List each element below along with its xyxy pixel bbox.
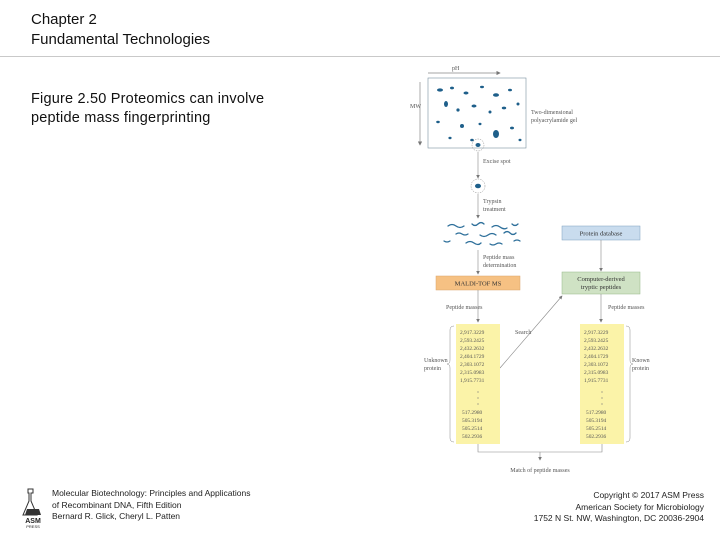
known-bracket [625,325,634,443]
logo-subtext: PRESS [26,524,40,529]
pmd-label-2: determination [483,263,516,269]
match-label: Match of peptide masses [510,467,570,474]
left-ellipsis [477,391,479,405]
left-mass: 2,917.3229 [460,330,485,336]
right-mass: 2,593.2425 [584,338,609,344]
right-masses-top: 2,917.3229 2,593.2425 2,432.2632 2,404.1… [584,330,609,384]
right-mass: 2,303.1072 [584,362,609,368]
book-title-line-1: Molecular Biotechnology: Principles and … [52,488,251,498]
gel-frame [427,77,527,149]
left-mass: 2,303.1072 [460,362,485,368]
left-mass: 2,593.2425 [460,338,485,344]
unknown-label-2: protein [424,366,441,372]
known-mass-list [580,324,624,444]
left-mass: 502.2936 [462,434,483,440]
proteomics-figure: pH MW Two-dimensional polyacrylamide gel… [400,60,690,480]
chapter-label: Chapter 2 [31,11,97,28]
axis-pi-label: pH [452,66,460,72]
logo-text: ASM [25,518,41,525]
slide-header: Chapter 2 Fundamental Technologies [31,10,210,50]
right-ellipsis [601,391,603,405]
figure-caption: Figure 2.50 Proteomics can involve pepti… [31,90,264,128]
book-authors: Bernard R. Glick, Cheryl L. Patten [52,511,181,521]
copyright-line: Copyright © 2017 ASM Press [593,490,704,500]
address-line: 1752 N St. NW, Washington, DC 20036-2904 [533,513,704,523]
right-mass: 517.2980 [586,410,607,416]
asm-press-logo: ASM PRESS [22,487,44,529]
right-mass: 505.3194 [586,418,607,424]
protein-database-label: Protein database [580,231,623,238]
left-mass: 505.3194 [462,418,483,424]
search-label: Search [515,330,531,336]
peptide-masses-left: Peptide masses [446,305,483,311]
maldi-label: MALDI-TOF MS [455,281,502,288]
caption-line-1: Figure 2.50 Proteomics can involve [31,91,265,107]
right-mass: 1,915.7731 [584,378,609,384]
gel-label-1: Two-dimensional [531,110,573,116]
unknown-label-1: Unknown [424,358,448,364]
right-mass: 2,404.1729 [584,354,609,360]
excised-spot-circle [471,138,485,152]
gel-label-2: polyacrylamide gel [531,118,577,124]
right-mass: 502.2936 [586,434,607,440]
pmd-label-1: Peptide mass [483,255,515,261]
left-mass: 2,404.1729 [460,354,485,360]
spot-circle [470,178,486,194]
search-arrow [499,295,563,369]
caption-line-2: peptide mass fingerprinting [31,110,211,126]
excise-label: Excise spot [483,159,511,165]
known-label-2: protein [632,366,649,372]
chapter-title: Fundamental Technologies [31,31,211,48]
right-mass: 2,917.3229 [584,330,609,336]
peptide-masses-right: Peptide masses [608,305,645,311]
book-title-line-2: of Recombinant DNA, Fifth Edition [52,499,182,510]
book-citation: Molecular Biotechnology: Principles and … [52,488,250,523]
trypsin-label-1: Trypsin [483,199,501,205]
left-mass: 505.2514 [462,426,483,432]
header-divider [0,56,720,57]
known-label-1: Known [632,358,650,364]
computer-derived-label-2: tryptic peptides [581,284,622,291]
left-mass: 2,315.0983 [460,370,485,376]
left-mass: 517.2980 [462,410,483,416]
right-mass: 505.2514 [586,426,607,432]
computer-derived-label-1: Computer-derived [577,276,625,283]
peptide-fragments [443,221,521,246]
trypsin-label-2: treatment [483,207,506,213]
unknown-bracket [446,325,455,443]
proteomics-diagram: pH MW Two-dimensional polyacrylamide gel… [410,66,650,474]
left-masses-top: 2,917.3229 2,593.2425 2,432.2632 2,404.1… [460,330,485,384]
excised-spot [475,143,481,147]
right-mass: 2,315.0983 [584,370,609,376]
right-mass: 2,432.2632 [584,346,609,352]
right-masses-bottom: 517.2980 505.3194 505.2514 502.2936 [586,410,607,440]
match-connector [477,444,603,453]
unknown-mass-list [456,324,500,444]
society-line: American Society for Microbiology [575,501,705,512]
left-masses-bottom: 517.2980 505.3194 505.2514 502.2936 [462,410,483,440]
copyright-block: Copyright © 2017 ASM Press American Soci… [534,490,704,525]
left-mass: 1,915.7731 [460,378,485,384]
isolated-spot [475,183,481,189]
gel-spots [436,85,522,142]
left-mass: 2,432.2632 [460,346,485,352]
axis-mw-label: MW [410,104,421,110]
